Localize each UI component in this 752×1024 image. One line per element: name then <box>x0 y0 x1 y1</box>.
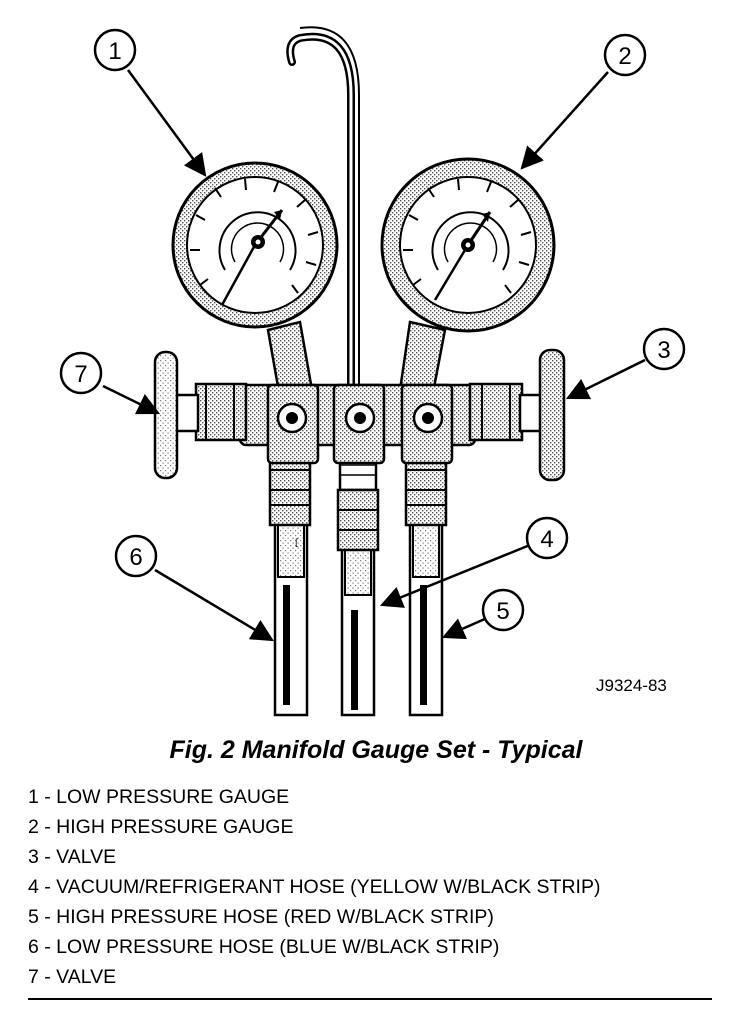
svg-text:2: 2 <box>618 43 631 70</box>
svg-text:1: 1 <box>108 38 121 65</box>
callout-7: 7 <box>59 351 103 395</box>
svg-text:6: 6 <box>129 544 142 571</box>
legend-item: 3 - VALVE <box>28 846 117 868</box>
callout-1: 1 <box>93 28 137 72</box>
legend-item: 6 - LOW PRESSURE HOSE (BLUE W/BLACK STRI… <box>28 936 500 958</box>
legend-item: 1 - LOW PRESSURE GAUGE <box>28 786 290 808</box>
high-pressure-hose <box>408 518 444 717</box>
legend-item: 7 - VALVE <box>28 966 117 988</box>
svg-text:5: 5 <box>496 598 509 625</box>
callout-2: 2 <box>603 33 647 77</box>
low-pressure-hose: [ <box>273 518 309 717</box>
figure-code: J9324-83 <box>596 676 667 695</box>
left-valve <box>153 350 248 480</box>
svg-text:4: 4 <box>540 526 553 553</box>
legend-list: 1 - LOW PRESSURE GAUGE 2 - HIGH PRESSURE… <box>28 782 600 992</box>
callout-6: 6 <box>114 534 158 578</box>
callout-4: 4 <box>525 516 569 560</box>
right-valve <box>468 348 566 482</box>
manifold-body <box>238 383 477 465</box>
low-hose-coupling <box>268 453 312 527</box>
svg-text:3: 3 <box>657 337 670 364</box>
center-hose-coupling <box>336 453 380 552</box>
legend-item: 5 - HIGH PRESSURE HOSE (RED W/BLACK STRI… <box>28 906 494 928</box>
figure-caption: Fig. 2 Manifold Gauge Set - Typical <box>169 736 583 764</box>
callout-3: 3 <box>642 327 686 371</box>
svg-text:7: 7 <box>74 361 87 388</box>
bottom-rule <box>28 998 712 1000</box>
legend-item: 4 - VACUUM/REFRIGERANT HOSE (YELLOW W/BL… <box>28 876 601 898</box>
vacuum-refrigerant-hose <box>340 546 376 717</box>
manifold-gauge-set-illustration: [ <box>59 26 686 717</box>
callout-leaders <box>102 69 646 642</box>
callout-5: 5 <box>481 588 525 632</box>
high-hose-coupling <box>404 453 448 527</box>
low-pressure-gauge <box>171 161 339 329</box>
high-pressure-gauge <box>380 157 556 333</box>
legend-item: 2 - HIGH PRESSURE GAUGE <box>28 816 294 838</box>
svg-text:[: [ <box>294 538 299 548</box>
